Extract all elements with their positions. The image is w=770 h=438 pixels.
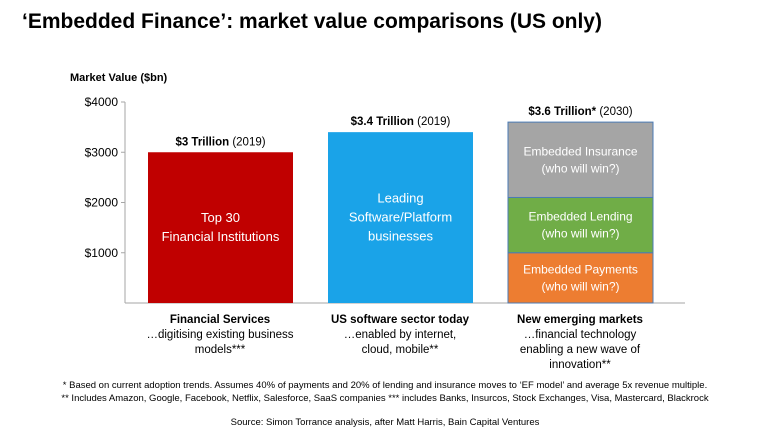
- category-title: New emerging markets: [517, 314, 643, 326]
- footnote-2: ** Includes Amazon, Google, Facebook, Ne…: [61, 393, 709, 404]
- footnote-1: * Based on current adoption trends. Assu…: [62, 380, 708, 391]
- category-subtitle: enabling a new wave of: [519, 344, 641, 356]
- bar-segment-label: businesses: [368, 229, 434, 244]
- bar-segment: [507, 121, 654, 198]
- bar-segment-label: Top 30: [201, 210, 240, 225]
- bar-total-year: (2019): [414, 116, 451, 128]
- category-label-financial-services: Financial Services …digitising existing …: [120, 313, 320, 358]
- bar-segment: [328, 132, 473, 303]
- bar-total-year: (2030): [596, 106, 633, 118]
- category-subtitle: …enabled by internet,: [343, 329, 457, 341]
- bar-segment-label: Embedded Payments: [523, 262, 638, 276]
- bar-segment-label: Embedded Insurance: [523, 144, 637, 158]
- bar-segment-label: (who will win?): [541, 161, 619, 175]
- y-tick-label: $3000: [85, 145, 119, 159]
- category-title: Financial Services: [169, 314, 271, 326]
- category-subtitle: …digitising existing business: [146, 329, 294, 341]
- bar-total-value: $3.4 Trillion: [351, 116, 414, 128]
- page-title: ‘Embedded Finance’: market value compari…: [22, 10, 602, 33]
- bar-segment-label: Financial Institutions: [162, 229, 280, 244]
- bar-segment-label: Software/Platform: [349, 210, 452, 225]
- y-axis-label: Market Value ($bn): [70, 72, 168, 84]
- category-subtitle: models***: [194, 344, 246, 356]
- bar-total-year: (2019): [229, 136, 266, 148]
- footnotes: * Based on current adoption trends. Assu…: [0, 379, 770, 405]
- source-note: Source: Simon Torrance analysis, after M…: [230, 417, 540, 428]
- category-label-us-software: US software sector today …enabled by int…: [300, 313, 500, 358]
- category-subtitle: cloud, mobile**: [361, 344, 439, 356]
- category-title: US software sector today: [330, 314, 470, 326]
- bar-total-value: $3 Trillion: [175, 136, 229, 148]
- y-tick-label: $4000: [85, 95, 119, 109]
- category-subtitle: …financial technology: [523, 329, 637, 341]
- category-label-new-markets: New emerging markets …financial technolo…: [480, 313, 680, 373]
- bar-segment: [507, 196, 654, 254]
- bar-total-label: $3.4 Trillion (2019): [351, 116, 451, 128]
- bar-total-value: $3.6 Trillion*: [528, 106, 596, 118]
- y-tick-label: $2000: [85, 196, 119, 210]
- bar-segment-label: (who will win?): [541, 227, 619, 241]
- category-subtitle: innovation**: [549, 359, 611, 371]
- bar-total-label: $3.6 Trillion* (2030): [528, 106, 632, 118]
- bar-segment-label: (who will win?): [541, 279, 619, 293]
- bar-segment: [148, 152, 293, 303]
- bar-segment: [507, 252, 654, 304]
- bar-total-label: $3 Trillion (2019): [175, 136, 265, 148]
- bar-segment-label: Embedded Lending: [528, 210, 632, 224]
- y-tick-label: $1000: [85, 246, 119, 260]
- bar-segment-label: Leading: [377, 191, 423, 206]
